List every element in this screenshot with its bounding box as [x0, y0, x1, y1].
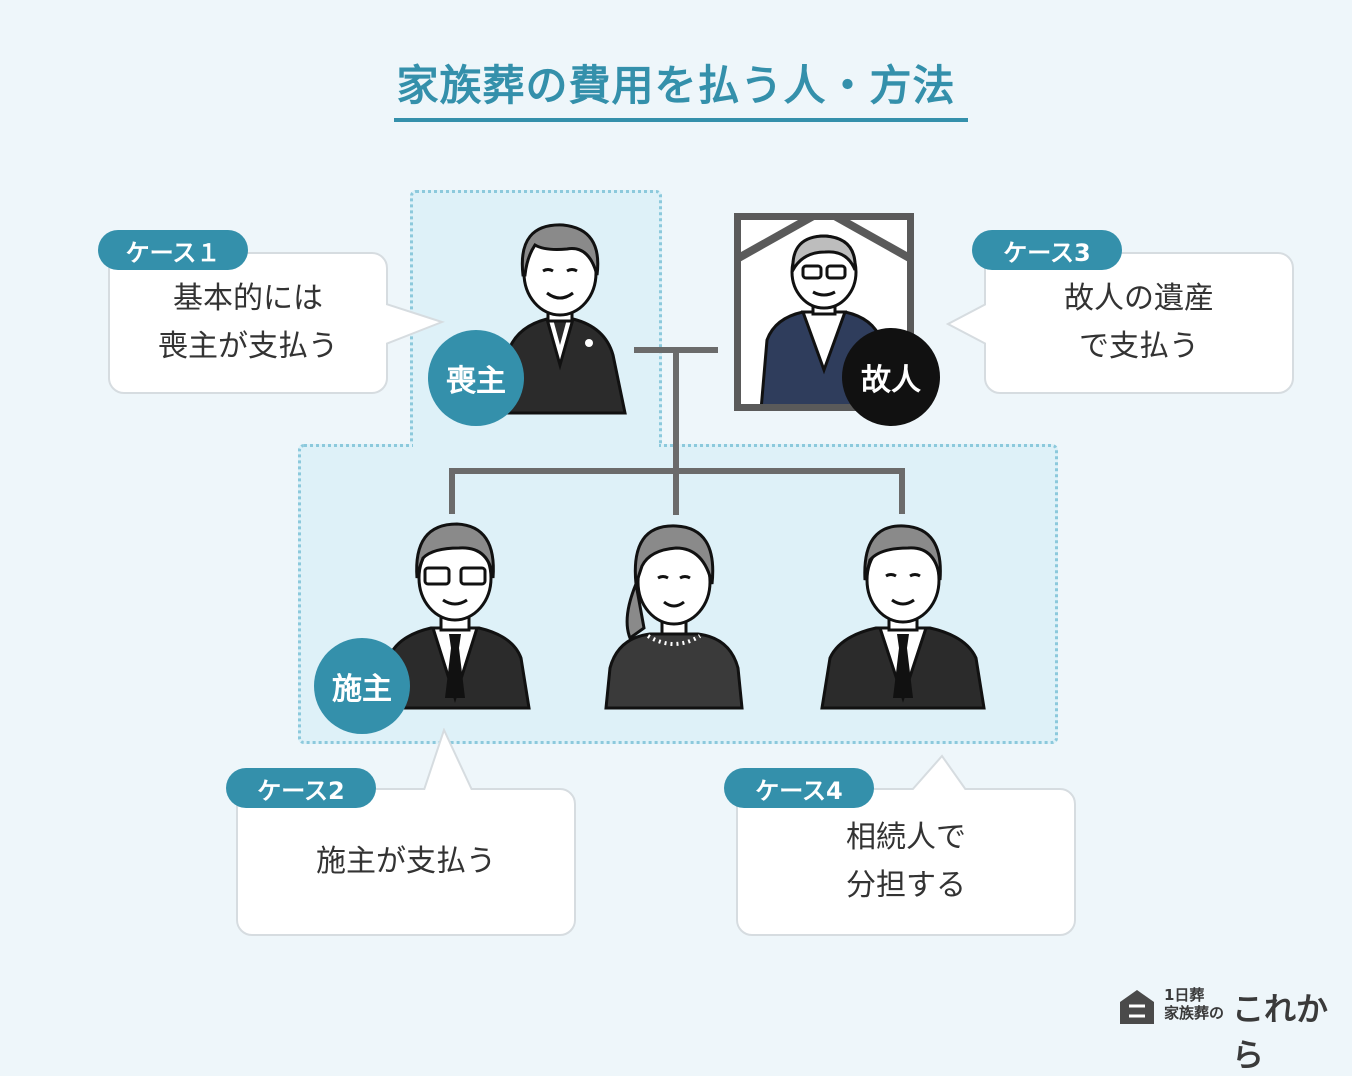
- kojin-badge: 故人: [842, 328, 940, 426]
- child-left-drop: [449, 468, 455, 514]
- page-title: 家族葬の費用を払う人・方法: [396, 61, 956, 110]
- case4-tail: [911, 754, 967, 790]
- mourner-avatar: [495, 223, 627, 415]
- title-underline: [394, 118, 968, 122]
- case4-text: 相続人で 分担する: [846, 820, 966, 903]
- trunk-connector: [673, 347, 679, 515]
- case1-label: ケース１: [98, 230, 248, 270]
- logo-small-text: 1日葬 家族葬の: [1164, 986, 1225, 1022]
- house-icon: [1120, 990, 1154, 1024]
- case3-label: ケース3: [972, 230, 1122, 270]
- case1-text: 基本的には 喪主が支払う: [158, 281, 338, 364]
- children-bar: [449, 468, 905, 474]
- case2-text: 施主が支払う: [316, 844, 496, 879]
- heir-female-avatar: [604, 524, 744, 710]
- case2-bubble: 施主が支払う: [236, 788, 576, 936]
- case1-tail: [386, 303, 445, 345]
- case2-label: ケース2: [226, 768, 376, 808]
- case3-bubble: 故人の遺産 で支払う: [984, 252, 1294, 394]
- case3-text: 故人の遺産 で支払う: [1064, 281, 1214, 364]
- moshu-badge: 喪主: [428, 330, 524, 426]
- case1-bubble: 基本的には 喪主が支払う: [108, 252, 388, 394]
- sponsor-avatar: [379, 522, 531, 710]
- case3-tail: [946, 303, 986, 345]
- case4-label: ケース4: [724, 768, 874, 808]
- zone-merge: [413, 444, 659, 450]
- child-right-drop: [899, 468, 905, 514]
- case4-bubble: 相続人で 分担する: [736, 788, 1076, 936]
- heir-male-avatar: [820, 524, 986, 710]
- case2-tail: [423, 728, 473, 790]
- brand-logo: 1日葬 家族葬の これから: [1118, 984, 1338, 1074]
- logo-big-text: これから: [1232, 990, 1329, 1074]
- seshu-badge: 施主: [314, 638, 410, 734]
